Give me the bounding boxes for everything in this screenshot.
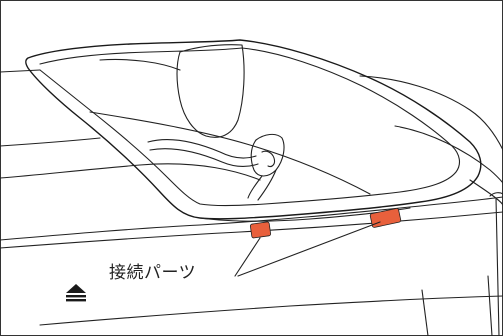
carrier-inner-rim xyxy=(39,47,461,207)
background-line-top xyxy=(0,69,41,73)
right-post xyxy=(495,197,500,336)
bottom-upright-1 xyxy=(421,289,429,336)
strap-left-lower xyxy=(149,148,259,167)
right-post-cap xyxy=(489,192,503,197)
carrier-hood xyxy=(176,44,245,138)
seat-base-line-3 xyxy=(39,295,503,326)
eject-triangle-icon xyxy=(66,284,86,302)
strap-left xyxy=(147,139,257,159)
carrier-outer-rim xyxy=(25,39,482,220)
bottom-upright-2 xyxy=(487,275,493,336)
buckle-latch xyxy=(261,150,276,168)
seat-base-line-1 xyxy=(0,196,503,241)
callout-leader-right xyxy=(237,221,381,277)
callout-label: 接続パーツ xyxy=(109,263,197,283)
background-line-right-mid xyxy=(394,125,503,184)
seat-inner-curve xyxy=(89,111,371,195)
callout-leader-left xyxy=(234,237,261,277)
background-line-right-upper xyxy=(359,75,503,151)
connector-part-left xyxy=(249,221,272,239)
carrier-hood-inner xyxy=(99,58,181,71)
strap-down xyxy=(247,169,277,201)
buckle xyxy=(250,133,285,177)
background-line-left-2 xyxy=(0,163,261,181)
seat-base-line-2 xyxy=(0,211,503,249)
background-line-left-1 xyxy=(0,137,101,147)
